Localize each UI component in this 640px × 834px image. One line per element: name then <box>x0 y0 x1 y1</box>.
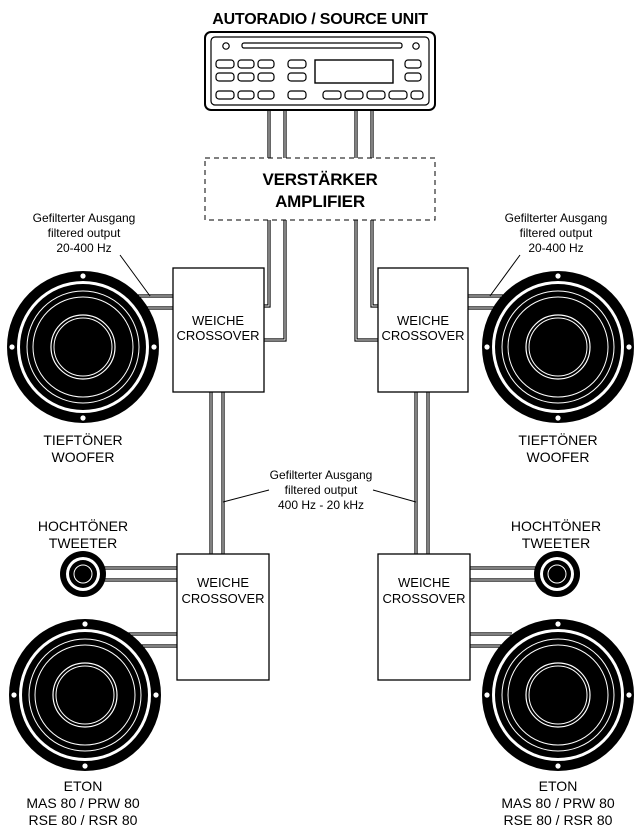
tweeter-right-label-de: HOCHTÖNER <box>511 517 601 534</box>
crossover-lower-left <box>176 553 270 681</box>
crossover-upper-right <box>377 267 469 393</box>
filtered-low-right-line2: filtered output <box>520 226 593 240</box>
crossover-upper-left-label-en: CROSSOVER <box>176 328 259 343</box>
filtered-output-low-left: Gefilterter Ausgang filtered output 20-4… <box>33 211 136 255</box>
crossover-upper-right-label-en: CROSSOVER <box>381 328 464 343</box>
product-right-models-2: RSE 80 / RSR 80 <box>504 812 613 828</box>
filtered-output-low-right: Gefilterter Ausgang filtered output 20-4… <box>505 211 608 255</box>
filtered-low-left-line2: filtered output <box>48 226 121 240</box>
filtered-low-left-line1: Gefilterter Ausgang <box>33 211 136 225</box>
amplifier-box <box>204 157 436 221</box>
product-left-brand: ETON <box>64 778 103 794</box>
amplifier-label-en: AMPLIFIER <box>275 192 365 211</box>
source-unit <box>204 31 436 111</box>
filtered-low-right-line1: Gefilterter Ausgang <box>505 211 608 225</box>
filtered-high-line2: filtered output <box>285 483 358 497</box>
tweeter-left-label-en: TWEETER <box>49 535 117 551</box>
crossover-upper-left <box>172 267 265 393</box>
crossover-lower-right <box>377 553 471 681</box>
filtered-high-line1: Gefilterter Ausgang <box>270 468 373 482</box>
woofer-left-label-en: WOOFER <box>52 449 115 465</box>
filtered-output-high: Gefilterter Ausgang filtered output 400 … <box>270 468 373 512</box>
tweeter-left-label-de: HOCHTÖNER <box>38 517 128 534</box>
source-unit-label: AUTORADIO / SOURCE UNIT <box>212 11 428 28</box>
product-left-models-2: RSE 80 / RSR 80 <box>29 812 138 828</box>
woofer-upper-right-icon <box>481 270 635 424</box>
tweeter-left-icon <box>59 550 107 598</box>
crossover-lower-right-label-en: CROSSOVER <box>382 591 465 606</box>
crossover-lower-left-label-en: CROSSOVER <box>181 591 264 606</box>
filtered-high-line3: 400 Hz - 20 kHz <box>278 498 364 512</box>
woofer-lower-right-icon <box>481 618 635 772</box>
woofer-upper-left-icon <box>6 270 160 424</box>
product-left-models-1: MAS 80 / PRW 80 <box>26 795 140 811</box>
filtered-low-right-line3: 20-400 Hz <box>528 241 583 255</box>
woofer-lower-left-icon <box>8 618 162 772</box>
crossover-upper-right-label-de: WEICHE <box>397 313 449 328</box>
crossover-lower-left-label-de: WEICHE <box>197 575 249 590</box>
woofer-right-label-de: TIEFTÖNER <box>518 431 597 448</box>
crossover-lower-right-label-de: WEICHE <box>398 575 450 590</box>
amplifier-label-de: VERSTÄRKER <box>262 170 377 189</box>
woofer-right-label-en: WOOFER <box>527 449 590 465</box>
tweeter-right-label-en: TWEETER <box>522 535 590 551</box>
crossover-upper-left-label-de: WEICHE <box>192 313 244 328</box>
product-right-models-1: MAS 80 / PRW 80 <box>501 795 615 811</box>
woofer-left-label-de: TIEFTÖNER <box>43 431 122 448</box>
tweeter-right-icon <box>533 550 581 598</box>
filtered-low-left-line3: 20-400 Hz <box>56 241 111 255</box>
product-right-brand: ETON <box>539 778 578 794</box>
